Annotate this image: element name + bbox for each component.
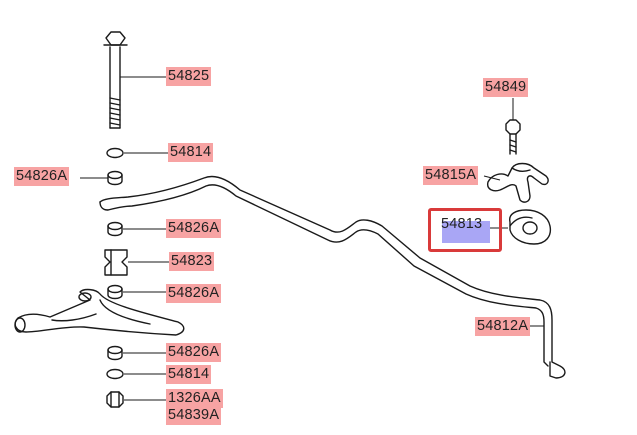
selected-part-frame [428,208,502,252]
part-label-54826A-3[interactable]: 54826A [166,343,222,362]
part-label-54814-top[interactable]: 54814 [168,143,214,162]
bushing-part [107,284,123,300]
bushing-part [107,170,123,186]
bushing-part [107,221,123,237]
nut-part [106,391,124,408]
part-label-54825[interactable]: 54825 [166,67,212,86]
selected-part-highlight [442,221,490,243]
part-label-54849[interactable]: 54849 [483,78,529,97]
washer-part [106,147,124,159]
stabilizer-bushing-part [509,209,552,245]
part-label-54812A[interactable]: 54812A [475,317,531,336]
part-label-54813[interactable]: 54813 [441,216,483,232]
part-label-54815A[interactable]: 54815A [423,166,479,185]
part-label-54814-bottom[interactable]: 54814 [166,365,212,384]
spacer-part [104,249,128,276]
bushing-part [107,345,123,361]
lower-control-arm-part [14,288,185,336]
part-label-54823[interactable]: 54823 [169,252,215,271]
part-label-54826A-1[interactable]: 54826A [166,219,222,238]
stabilizer-bar-part [99,175,566,379]
long-bolt-part [103,31,128,129]
part-label-54826A-2[interactable]: 54826A [166,284,222,303]
clamp-bolt-part [505,119,521,155]
part-label-1326AA[interactable]: 1326AA [166,389,223,408]
part-label-54839A[interactable]: 54839A [166,406,222,425]
part-label-54826A-left[interactable]: 54826A [14,167,70,186]
leader-lines [80,76,544,401]
bracket-part [486,162,549,203]
washer-part [106,368,124,380]
